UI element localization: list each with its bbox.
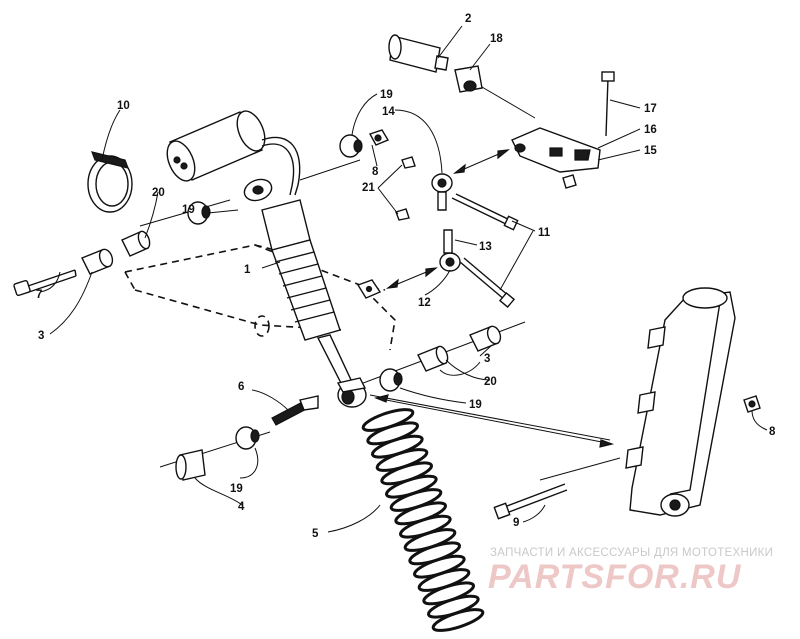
callout-11: 11 <box>538 227 551 239</box>
spring-coil <box>417 568 471 592</box>
callout-12: 12 <box>418 297 431 309</box>
callout-16: 16 <box>644 124 657 136</box>
callout-3-right: 3 <box>484 353 490 365</box>
spring-coil <box>413 554 466 579</box>
mount-12 <box>356 279 382 299</box>
bushing-19-lower <box>235 426 260 450</box>
callout-numbers: 1 2 18 3 20 4 5 6 7 3 8 8 9 10 11 12 13 … <box>36 13 776 540</box>
callout-7: 7 <box>36 289 42 301</box>
callout-3-left: 3 <box>38 330 44 342</box>
nuts-21 <box>395 156 416 221</box>
callout-9: 9 <box>513 517 519 529</box>
rod-end-14 <box>431 173 453 211</box>
nut-8-right <box>743 395 761 413</box>
callout-14: 14 <box>382 106 395 118</box>
cable-tie <box>271 395 319 426</box>
spacer-3-left <box>81 248 114 275</box>
spring-coil <box>389 488 443 512</box>
callout-20-right: 20 <box>484 376 497 388</box>
callout-18: 18 <box>490 33 503 45</box>
spacer-3-right <box>469 325 502 352</box>
bushing-4 <box>175 449 206 481</box>
bolt-7 <box>13 269 77 297</box>
coil-spring <box>361 408 485 632</box>
spring-coil <box>394 501 447 526</box>
spring-coil <box>399 514 452 539</box>
bushing-19-upper <box>339 134 363 158</box>
leader-lines <box>39 25 768 533</box>
bushing-20-right <box>417 345 449 372</box>
assembly-arrows <box>374 149 615 448</box>
hose-clamp <box>87 151 133 213</box>
shock-absorber <box>243 178 353 386</box>
callout-19-upper: 19 <box>380 89 393 101</box>
callout-1: 1 <box>244 264 251 276</box>
callout-13: 13 <box>479 241 492 253</box>
callout-8-upper: 8 <box>372 166 379 178</box>
spring-coil <box>371 434 424 459</box>
callout-5: 5 <box>312 528 319 540</box>
callout-19-right: 19 <box>469 399 482 411</box>
sleeve-18 <box>454 65 483 93</box>
spring-coil <box>422 581 475 606</box>
spring-coil <box>427 594 480 619</box>
bolt-11-upper <box>451 193 519 231</box>
callout-8-right: 8 <box>769 426 776 438</box>
callout-10: 10 <box>117 100 130 112</box>
callout-19-lower: 19 <box>230 483 243 495</box>
spring-coil <box>366 421 419 446</box>
shock-lower-eye <box>336 377 367 408</box>
spring-coil <box>375 448 429 472</box>
callout-4: 4 <box>238 501 245 513</box>
callout-20-left: 20 <box>152 187 165 199</box>
shock-reservoir <box>166 110 301 196</box>
frame-bracket <box>625 287 736 517</box>
callout-2: 2 <box>465 13 471 25</box>
callout-21: 21 <box>362 182 375 194</box>
nut-8-upper <box>368 129 390 146</box>
callout-17: 17 <box>644 103 657 115</box>
adjuster-arm-16 <box>511 71 615 189</box>
bushing-19-left <box>187 201 211 225</box>
swing-arm-outline <box>124 244 396 351</box>
spring-coil <box>380 461 433 486</box>
spring-coil <box>385 474 438 499</box>
callout-15: 15 <box>644 145 657 157</box>
cable-end-2 <box>388 34 449 73</box>
spring-coil <box>361 408 415 432</box>
bushing-19-right <box>379 368 403 392</box>
spring-coil <box>431 608 485 632</box>
callout-19-left: 19 <box>182 204 195 216</box>
callout-6: 6 <box>238 381 244 393</box>
rod-end-13 <box>439 229 461 272</box>
spring-coil <box>408 541 461 566</box>
bushing-20-left <box>121 230 151 257</box>
watermark-tagline: ЗАПЧАСТИ И АКСЕССУАРЫ ДЛЯ МОТОТЕХНИКИ <box>490 547 774 559</box>
bolt-9 <box>493 483 568 520</box>
watermark-logo: PARTSFOR.RU <box>488 558 742 596</box>
bolt-11-lower <box>459 257 516 309</box>
spring-coil <box>403 528 457 552</box>
